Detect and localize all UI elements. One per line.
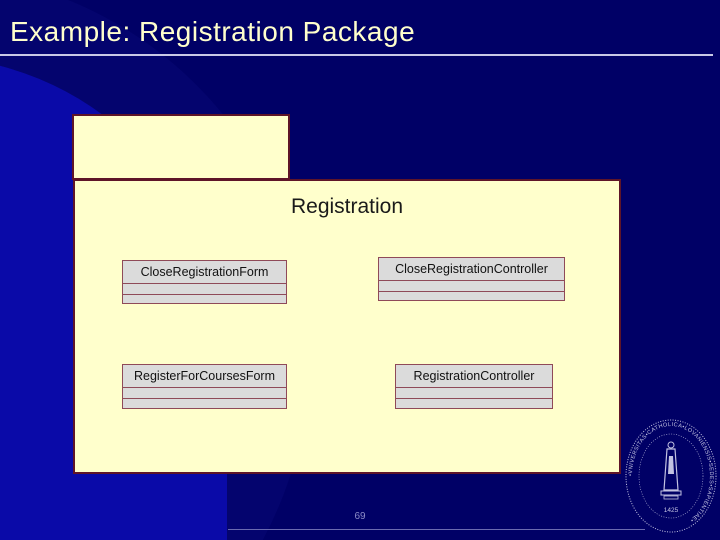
uml-class-registration-controller: RegistrationController [395, 364, 553, 409]
footer-line [228, 529, 645, 530]
slide-title: Example: Registration Package [10, 16, 416, 47]
uml-class-name: RegistrationController [413, 369, 535, 383]
uml-class-name: RegisterForCoursesForm [133, 369, 275, 383]
uml-class-attributes-compartment [396, 387, 552, 398]
page-number: 69 [354, 511, 366, 522]
uml-class-operations-compartment [396, 398, 552, 409]
seal-year: 1425 [664, 507, 679, 514]
uml-class-close-registration-form: CloseRegistrationForm [122, 260, 287, 304]
uml-class-close-registration-controller: CloseRegistrationController [378, 257, 565, 301]
uml-class-operations-compartment [123, 398, 286, 409]
uml-class-name: CloseRegistrationForm [140, 265, 269, 279]
uml-package-body [73, 179, 621, 474]
uml-class-operations-compartment [379, 291, 564, 302]
uml-class-attributes-compartment [123, 283, 286, 294]
uml-class-attributes-compartment [123, 387, 286, 398]
seal-statue-icon [660, 441, 682, 500]
uml-package-tab [72, 114, 290, 180]
uml-class-operations-compartment [123, 294, 286, 305]
uml-package-name: Registration [290, 195, 404, 218]
university-seal-icon: •VNIVERSITAS•CATHOLICA•LOVANIENSIS•SEDES… [625, 419, 717, 533]
uml-class-register-for-courses-form: RegisterForCoursesForm [122, 364, 287, 409]
uml-class-name: CloseRegistrationController [395, 262, 548, 276]
uml-class-attributes-compartment [379, 280, 564, 291]
title-underline [0, 54, 713, 56]
